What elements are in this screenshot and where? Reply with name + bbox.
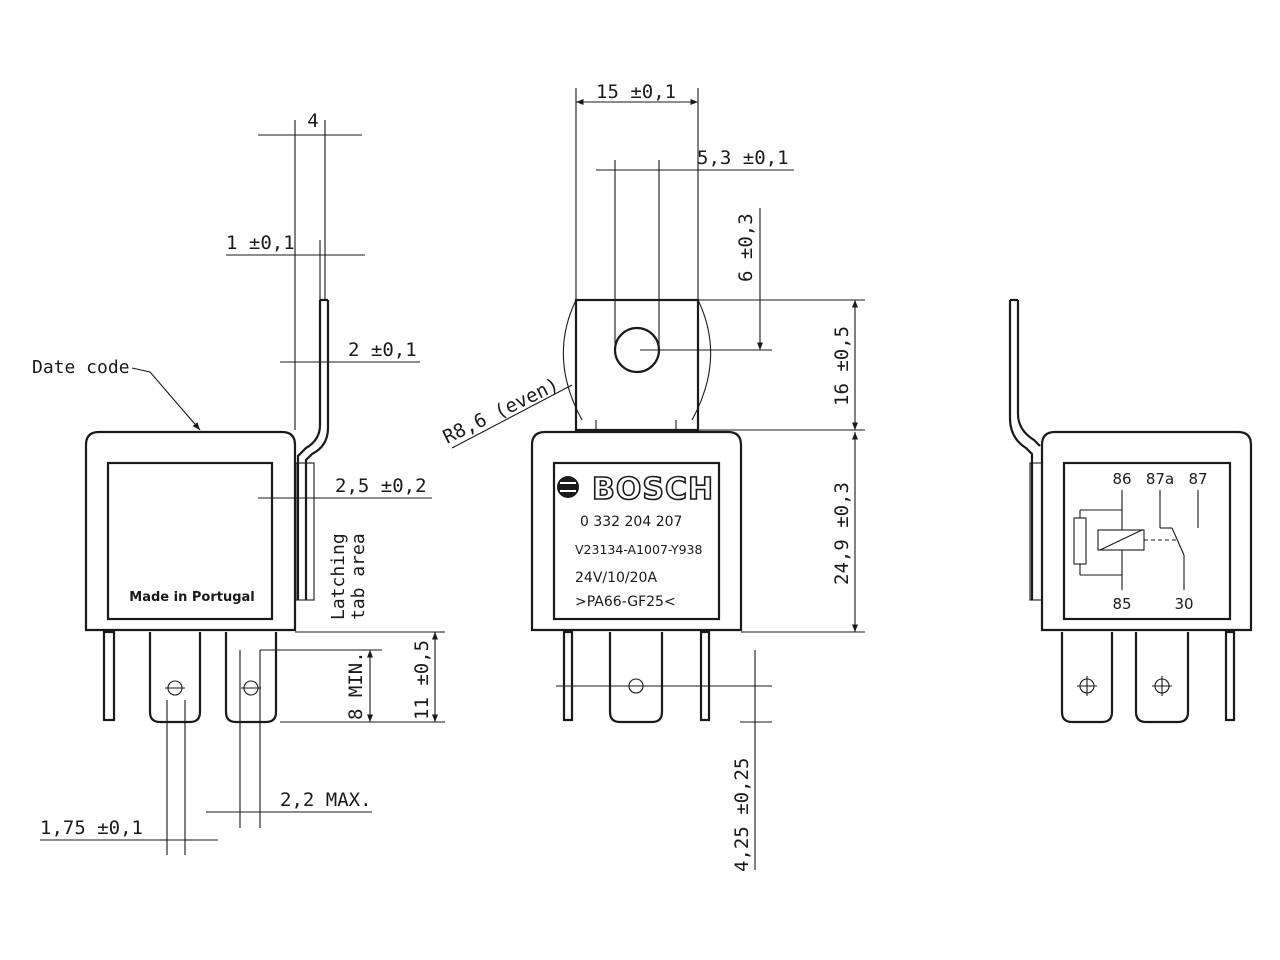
- pin-label-30: 30: [1174, 595, 1193, 613]
- dim-latch-depth: 2,5 ±0,2: [335, 475, 427, 497]
- dim-tab-width: 4: [307, 110, 318, 132]
- dim-pin-thickness: 1,75 ±0,1: [40, 817, 143, 839]
- front-label-panel: [552, 461, 721, 621]
- dim-tab-thickness: 1 ±0,1: [226, 232, 295, 254]
- dim-pin-length: 11 ±0,5: [411, 640, 433, 720]
- side-pin-1: [102, 630, 116, 722]
- dim-bracket-height: 16 ±0,5: [831, 326, 853, 406]
- part-code: V23134-A1007-Y938: [575, 542, 702, 557]
- dim-radius: R8,6 (even): [440, 374, 563, 449]
- front-pin-2: [608, 632, 664, 724]
- side-pin-3: [224, 632, 278, 724]
- pin-label-86: 86: [1112, 470, 1131, 488]
- pin-label-87a: 87a: [1146, 470, 1174, 488]
- schematic-panel: [1062, 461, 1232, 621]
- made-in-label: Made in Portugal: [129, 590, 254, 605]
- pin-label-85: 85: [1112, 595, 1131, 613]
- back-pin-2: [1134, 632, 1190, 724]
- side-body-face: [106, 461, 274, 621]
- dim-bracket-width: 15 ±0,1: [596, 81, 676, 103]
- brand-name: BOSCH: [592, 472, 714, 507]
- side-pin-2: [148, 632, 202, 724]
- dim-pin-max: 2,2 MAX.: [280, 789, 372, 811]
- rating: 24V/10/20A: [575, 570, 657, 586]
- back-body-outline: [1040, 430, 1253, 632]
- date-code-label: Date code: [32, 357, 130, 378]
- side-body-outline: [84, 430, 297, 632]
- front-pin-1: [562, 630, 574, 722]
- dim-hole-height: 6 ±0,3: [735, 213, 757, 282]
- back-view: 86 87a 87 85 30: [1008, 298, 1253, 724]
- back-bracket: [1008, 300, 1041, 600]
- dim-body-height: 24,9 ±0,3: [831, 482, 853, 585]
- dim-tab-offset: 2 ±0,1: [348, 339, 417, 361]
- dim-hole-offset: 5,3 ±0,1: [697, 147, 789, 169]
- material: >PA66-GF25<: [575, 594, 676, 610]
- front-pin-3: [699, 630, 711, 722]
- latching-label-2: tab area: [348, 533, 369, 620]
- bosch-logo-icon: [557, 476, 579, 498]
- pin-label-87: 87: [1188, 470, 1207, 488]
- mounting-bracket: [574, 298, 700, 432]
- dim-pin-offset: 4,25 ±0,25: [731, 758, 753, 872]
- relay-schematic-icon: [1073, 490, 1199, 590]
- side-bracket: [296, 300, 330, 600]
- dim-pin-min: 8 MIN.: [345, 651, 367, 720]
- part-number: 0 332 204 207: [580, 514, 682, 530]
- back-pin-3: [1224, 630, 1236, 722]
- latching-label-1: Latching: [328, 533, 349, 620]
- front-view: BOSCH 0 332 204 207 V23134-A1007-Y938 24…: [440, 81, 865, 872]
- front-body-outline: [530, 430, 743, 632]
- latch-area: [295, 462, 315, 601]
- side-view: Made in Portugal 4 1 ±0,1 2 ±0,1 2,5 ±0,…: [32, 110, 445, 855]
- back-pin-1: [1060, 632, 1114, 724]
